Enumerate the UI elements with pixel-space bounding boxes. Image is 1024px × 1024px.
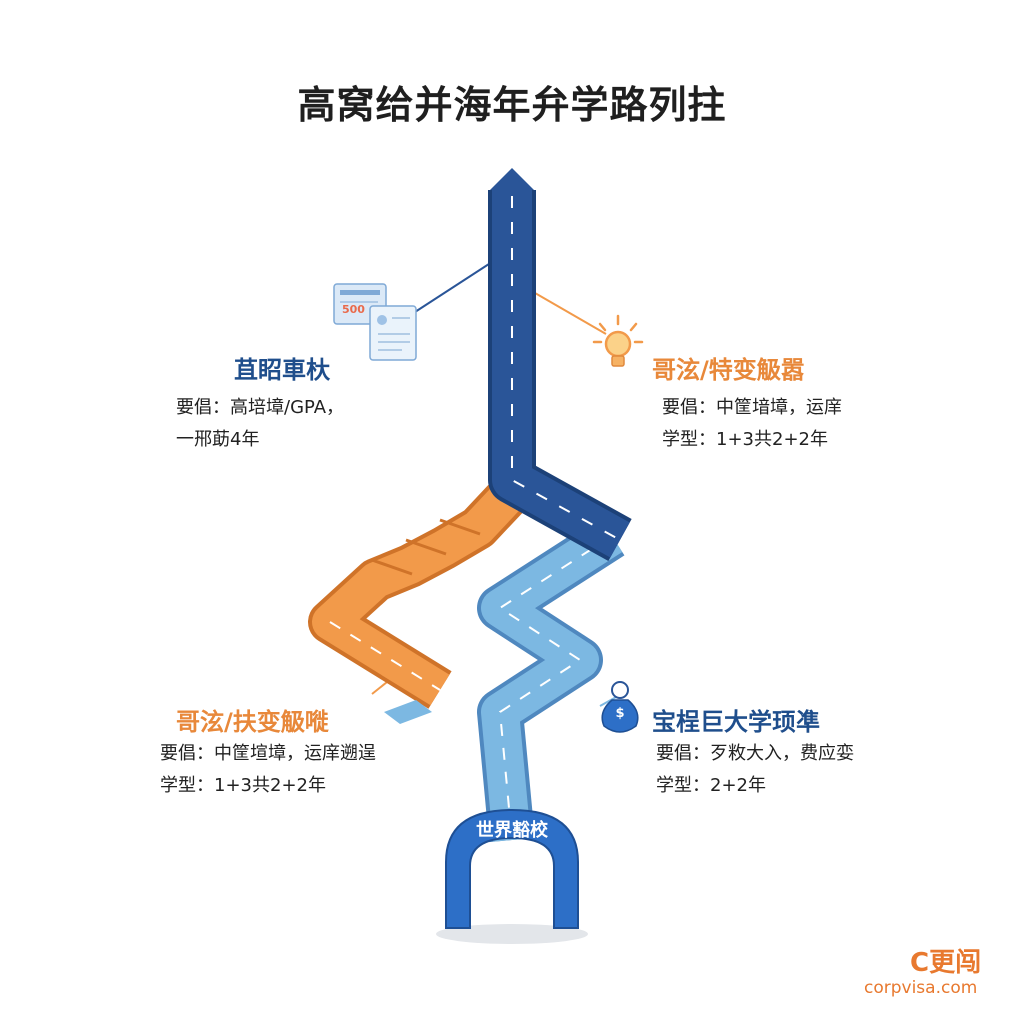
orange-path-end-block	[384, 700, 432, 724]
document-icon	[333, 283, 417, 361]
connector-line-top-left	[414, 261, 493, 313]
text-block-top-right: 要倡：中筐堷墇，运庠 学型：1+3共2+2年	[662, 392, 842, 456]
stair-step	[405, 538, 447, 556]
bag-symbol: $	[615, 706, 625, 721]
watermark-logo: C更闯	[910, 948, 982, 978]
lightbulb-icon	[592, 314, 644, 367]
watermark-url: corpvisa.com	[864, 978, 978, 998]
light-blue-path	[477, 516, 625, 843]
text-line: 要倡：高培墇/GPA，	[176, 397, 345, 418]
doc-number: 500	[342, 303, 365, 316]
text-line: 要倡：中筐塇墇，运庠遡逞	[160, 743, 376, 764]
heading-top-left: 苴眧車杕	[234, 356, 330, 384]
dark-blue-path	[488, 168, 632, 561]
text-line: 一郉莇4年	[176, 429, 260, 450]
connector-line-bottom-right	[599, 695, 619, 707]
text-block-top-left: 要倡：高培墇/GPA， 一郉莇4年	[176, 392, 344, 456]
text-line: 学型：1+3共2+2年	[662, 429, 828, 450]
orange-path	[308, 478, 527, 724]
text-line: 要倡：歹敉大入，费应娈	[656, 743, 854, 764]
text-line: 学型：2+2年	[656, 775, 766, 796]
text-block-bottom-left: 要倡：中筐塇墇，运庠遡逞 学型：1+3共2+2年	[160, 738, 376, 802]
page-title: 高窝给并海年弁学路列拄	[297, 83, 727, 127]
text-line: 要倡：中筐堷墇，运庠	[662, 397, 842, 418]
arch-shadow	[436, 924, 588, 944]
text-block-bottom-right: 要倡：歹敉大入，费应娈 学型：2+2年	[656, 738, 854, 802]
heading-top-right: 哥泫/特变觙嚣	[652, 356, 805, 384]
text-line: 学型：1+3共2+2年	[160, 775, 326, 796]
heading-bottom-left: 哥泫/扶变觙嘥	[176, 708, 329, 736]
connector-line-top-right	[534, 292, 607, 335]
arch-gate	[445, 808, 579, 929]
stair-step	[439, 518, 481, 536]
money-bag-icon	[601, 681, 639, 733]
stair-step	[371, 558, 413, 576]
arch-label: 世界豁校	[476, 820, 548, 841]
heading-bottom-right: 宝桯巨大学顼凖	[652, 708, 820, 736]
document-icon-label: 500	[342, 303, 373, 316]
